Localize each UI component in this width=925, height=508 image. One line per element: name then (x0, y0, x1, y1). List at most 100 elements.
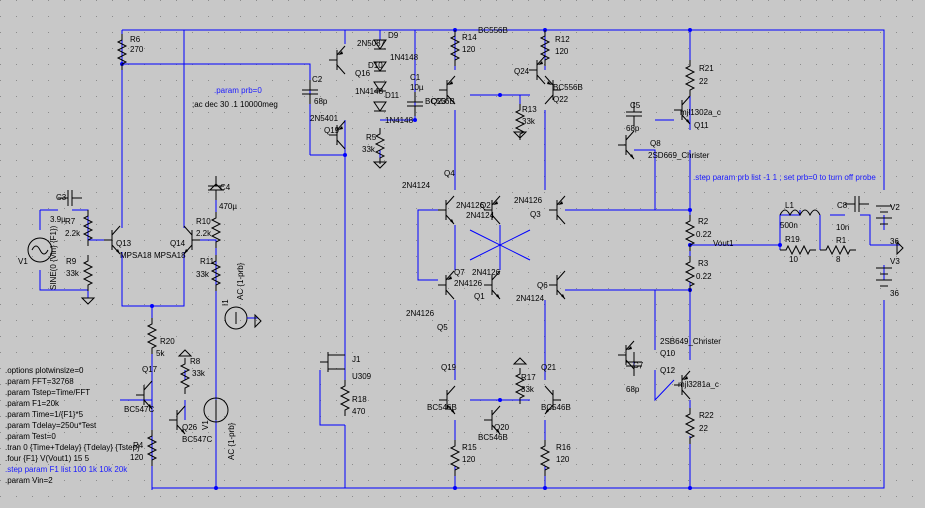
param-directive[interactable]: .param prb=0 (214, 86, 262, 95)
svg-text:1N4148: 1N4148 (355, 87, 384, 96)
svg-text:Q7: Q7 (454, 268, 465, 277)
svg-text:R6: R6 (130, 35, 141, 44)
svg-text:2.2k: 2.2k (196, 229, 212, 238)
svg-text:BC547C: BC547C (124, 405, 154, 414)
svg-text:V1: V1 (18, 257, 28, 266)
svg-text:R15: R15 (462, 443, 477, 452)
svg-text:C1: C1 (410, 73, 421, 82)
svg-text:10µ: 10µ (410, 83, 424, 92)
svg-text:V1: V1 (201, 420, 210, 430)
svg-text:Q16: Q16 (355, 69, 371, 78)
svg-text:2SD669_Christer: 2SD669_Christer (648, 151, 710, 160)
inductor-l1[interactable] (779, 209, 821, 217)
current-source-i1[interactable] (224, 306, 258, 330)
svg-text:BC556B: BC556B (478, 26, 508, 35)
svg-text:22: 22 (699, 424, 708, 433)
svg-text:Q23: Q23 (431, 97, 447, 106)
svg-text:C8: C8 (837, 201, 848, 210)
svg-text:U309: U309 (352, 372, 372, 381)
svg-text:1N4148: 1N4148 (385, 116, 414, 125)
svg-text:BC546B: BC546B (427, 403, 457, 412)
svg-text:R17: R17 (521, 373, 536, 382)
svg-text:33k: 33k (192, 369, 206, 378)
svg-text:Q2: Q2 (480, 201, 491, 210)
svg-text:SINE(0 {Vin} {F1}): SINE(0 {Vin} {F1}) (49, 225, 58, 290)
svg-text:BC546B: BC546B (541, 403, 571, 412)
svg-text:Q12: Q12 (660, 366, 676, 375)
svg-text:BC556B: BC556B (425, 97, 455, 106)
step-param-directive[interactable]: .step param prb list -1 1 ; set prb=0 to… (693, 173, 876, 182)
svg-text:C2: C2 (312, 75, 323, 84)
svg-text:Q8: Q8 (650, 139, 661, 148)
svg-text:.step param F1 list 100 1k 10k: .step param F1 list 100 1k 10k 20k (5, 465, 128, 474)
svg-text:33k: 33k (66, 269, 80, 278)
svg-text:Q13: Q13 (116, 239, 132, 248)
svg-text:.four {F1} V(Vout1) 15 5: .four {F1} V(Vout1) 15 5 (5, 454, 90, 463)
svg-text:C4: C4 (220, 183, 231, 192)
svg-text:Q17: Q17 (142, 365, 158, 374)
svg-text:D9: D9 (388, 31, 399, 40)
svg-text:.param FFT=32768: .param FFT=32768 (5, 377, 74, 386)
net-label-vout[interactable]: Vout1 (713, 239, 734, 248)
svg-text:8: 8 (836, 255, 841, 264)
svg-text:2SB649_Christer: 2SB649_Christer (660, 337, 721, 346)
svg-text:120: 120 (556, 455, 570, 464)
svg-text:mjl3281a_c: mjl3281a_c (678, 380, 719, 389)
svg-text:2N4126: 2N4126 (514, 196, 543, 205)
svg-text:Q21: Q21 (541, 363, 557, 372)
svg-text:2N4124: 2N4124 (402, 181, 431, 190)
ac-directive[interactable]: ;ac dec 30 .1 10000meg (192, 100, 278, 109)
svg-text:R9: R9 (66, 257, 77, 266)
svg-text:R4: R4 (133, 441, 144, 450)
svg-text:BC546B: BC546B (478, 433, 508, 442)
svg-text:470: 470 (352, 407, 366, 416)
svg-text:36: 36 (890, 237, 899, 246)
svg-text:.param Tdelay=250u*Test: .param Tdelay=250u*Test (5, 421, 97, 430)
svg-text:.param Vin=2: .param Vin=2 (5, 476, 53, 485)
svg-text:.param F1=20k: .param F1=20k (5, 399, 60, 408)
svg-text:Q11: Q11 (694, 121, 709, 130)
svg-text:36: 36 (890, 289, 899, 298)
jfet-j1[interactable] (320, 352, 345, 372)
svg-text:R20: R20 (160, 337, 175, 346)
svg-text:D10: D10 (368, 61, 383, 70)
svg-text:R21: R21 (699, 64, 714, 73)
svg-text:10n: 10n (836, 223, 849, 232)
svg-text:.options plotwinsize=0: .options plotwinsize=0 (5, 366, 84, 375)
svg-text:2N4126: 2N4126 (456, 201, 485, 210)
svg-text:2N5087: 2N5087 (357, 39, 386, 48)
source-v1b[interactable] (203, 397, 229, 423)
svg-text:33k: 33k (196, 270, 210, 279)
svg-text:MPSA18: MPSA18 (120, 251, 152, 260)
svg-text:Q6: Q6 (537, 281, 548, 290)
svg-text:Q22: Q22 (553, 95, 569, 104)
svg-text:2N4126: 2N4126 (406, 309, 435, 318)
source-v1[interactable] (27, 237, 53, 263)
battery-v3[interactable] (876, 267, 892, 287)
svg-text:33k: 33k (521, 385, 535, 394)
spice-directives[interactable]: .options plotwinsize=0 .param FFT=32768 … (5, 366, 140, 485)
svg-text:Q10: Q10 (660, 349, 676, 358)
svg-text:.param Time=1/{F1}*5: .param Time=1/{F1}*5 (5, 410, 84, 419)
svg-text:Q3: Q3 (530, 210, 541, 219)
svg-text:3.9µ: 3.9µ (50, 215, 66, 224)
svg-text:MPSA18: MPSA18 (154, 251, 186, 260)
svg-text:0.22: 0.22 (696, 230, 712, 239)
svg-text:.tran 0 {Time+Tdelay} {Tdelay}: .tran 0 {Time+Tdelay} {Tdelay} {Tstep} (5, 443, 140, 452)
svg-text:1N4148: 1N4148 (390, 53, 419, 62)
svg-text:D11: D11 (385, 91, 400, 100)
svg-text:R16: R16 (556, 443, 571, 452)
svg-text:120: 120 (130, 453, 144, 462)
svg-text:68p: 68p (626, 385, 640, 394)
svg-text:Q26: Q26 (182, 423, 198, 432)
svg-text:C7: C7 (633, 361, 644, 370)
svg-text:R12: R12 (555, 35, 570, 44)
svg-text:0.22: 0.22 (696, 272, 712, 281)
svg-text:2.2k: 2.2k (65, 229, 81, 238)
svg-text:I1: I1 (221, 299, 230, 306)
svg-text:2N4126: 2N4126 (472, 268, 501, 277)
svg-text:2N4124: 2N4124 (466, 211, 495, 220)
svg-text:.param Tstep=Time/FFT: .param Tstep=Time/FFT (5, 388, 90, 397)
battery-v2[interactable] (876, 205, 892, 225)
